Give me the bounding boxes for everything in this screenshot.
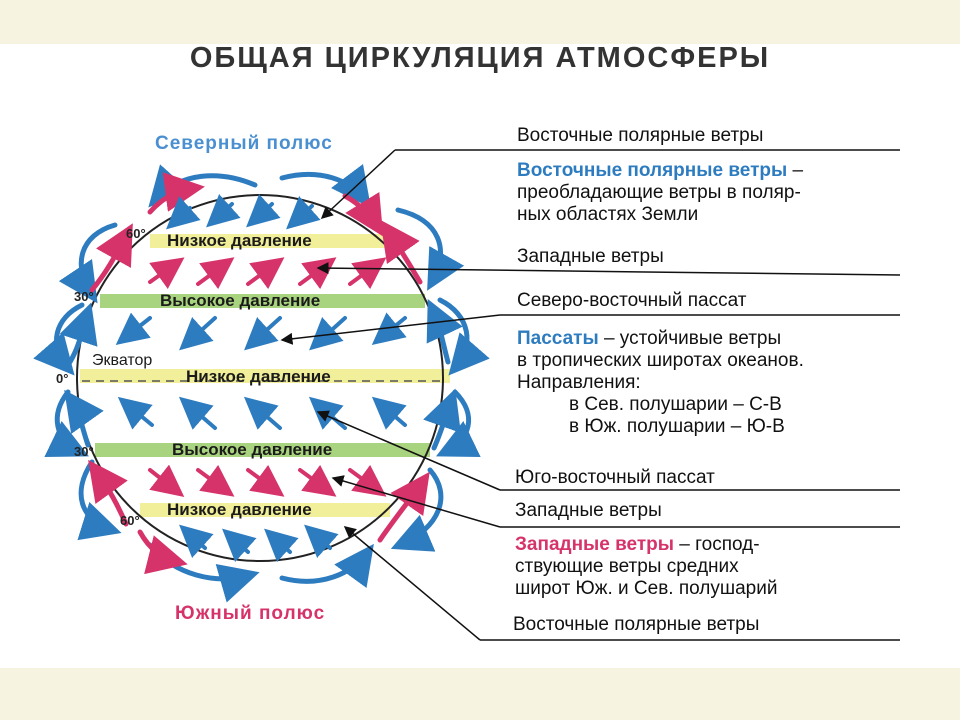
label-westerlies-bottom: Западные ветры (515, 500, 662, 521)
high-pressure-south-label: Высокое давление (172, 440, 333, 459)
west-def-line3: широт Юж. и Сев. полушарий (515, 578, 778, 599)
hadley-cell-south-right (435, 389, 481, 458)
polar-easterlies-definition: Восточные полярные ветры – преобладающие… (517, 160, 803, 226)
trade-def-title: Пассаты (517, 328, 599, 349)
trade-def-line1: – устойчивые ветры (598, 328, 782, 349)
trade-winds-definition: Пассаты – устойчивые ветры в тропических… (517, 328, 804, 438)
west-def-line2: ствующие ветры средних (515, 556, 739, 577)
west-def-line1: – господ- (674, 534, 760, 555)
low-pressure-north-label: Низкое давление (167, 231, 312, 250)
band-high-south (95, 443, 430, 457)
polar-def-title: Восточные полярные ветры (517, 160, 788, 181)
north-pole-label: Северный полюс (155, 133, 333, 154)
label-polar-easterlies-top: Восточные полярные ветры (517, 125, 764, 146)
trade-def-line5: в Юж. полушарии – Ю-В (569, 416, 785, 437)
ferrel-cell-north-right (395, 207, 465, 291)
circulation-cells (33, 164, 490, 603)
hadley-cell-south-left (44, 389, 90, 458)
polar-def-dash: – (787, 160, 804, 181)
diagram-title: ОБЩАЯ ЦИРКУЛЯЦИЯ АТМОСФЕРЫ (189, 42, 771, 74)
polar-cell-south-right (279, 543, 374, 589)
band-low-south (140, 503, 390, 517)
band-low-north (150, 234, 385, 248)
trade-def-line4: в Сев. полушарии – С-В (569, 394, 782, 415)
lat-0-label: 0° (56, 371, 69, 386)
equator-label: Экватор (92, 352, 153, 369)
trade-def-line3: Направления: (517, 372, 641, 393)
lat-30n-label: 30° (74, 289, 94, 304)
low-pressure-equator-label: Низкое давление (186, 367, 331, 386)
lat-30s-label: 30° (74, 444, 94, 459)
leader-lines (280, 149, 901, 641)
high-pressure-north-label: Высокое давление (160, 291, 321, 310)
westerlies-definition: Западные ветры – господ- ствующие ветры … (515, 534, 777, 600)
label-westerlies-top: Западные ветры (517, 246, 664, 267)
ferrel-cell-south-left (77, 459, 122, 541)
lat-60n-label: 60° (126, 226, 146, 241)
label-se-trade: Юго-восточный пассат (515, 467, 715, 488)
band-high-north (100, 294, 425, 308)
polar-def-line1: преобладающие ветры в поляр- (517, 182, 801, 203)
band-low-equator (80, 369, 450, 383)
hadley-cell-north-right (437, 297, 490, 376)
west-def-title: Западные ветры (515, 534, 675, 555)
lat-60s-label: 60° (120, 513, 140, 528)
surface-winds (115, 194, 407, 562)
trade-def-line2: в тропических широтах океанов. (517, 350, 804, 371)
polar-cell-north-right (279, 164, 372, 208)
label-polar-easterlies-bottom: Восточные полярные ветры (513, 614, 760, 635)
low-pressure-south-label: Низкое давление (167, 500, 312, 519)
polar-def-line2: ных областях Земли (517, 204, 699, 225)
ferrel-cell-south-right (390, 467, 444, 552)
south-pole-label: Южный полюс (175, 603, 326, 624)
label-ne-trade: Северо-восточный пассат (517, 290, 747, 311)
